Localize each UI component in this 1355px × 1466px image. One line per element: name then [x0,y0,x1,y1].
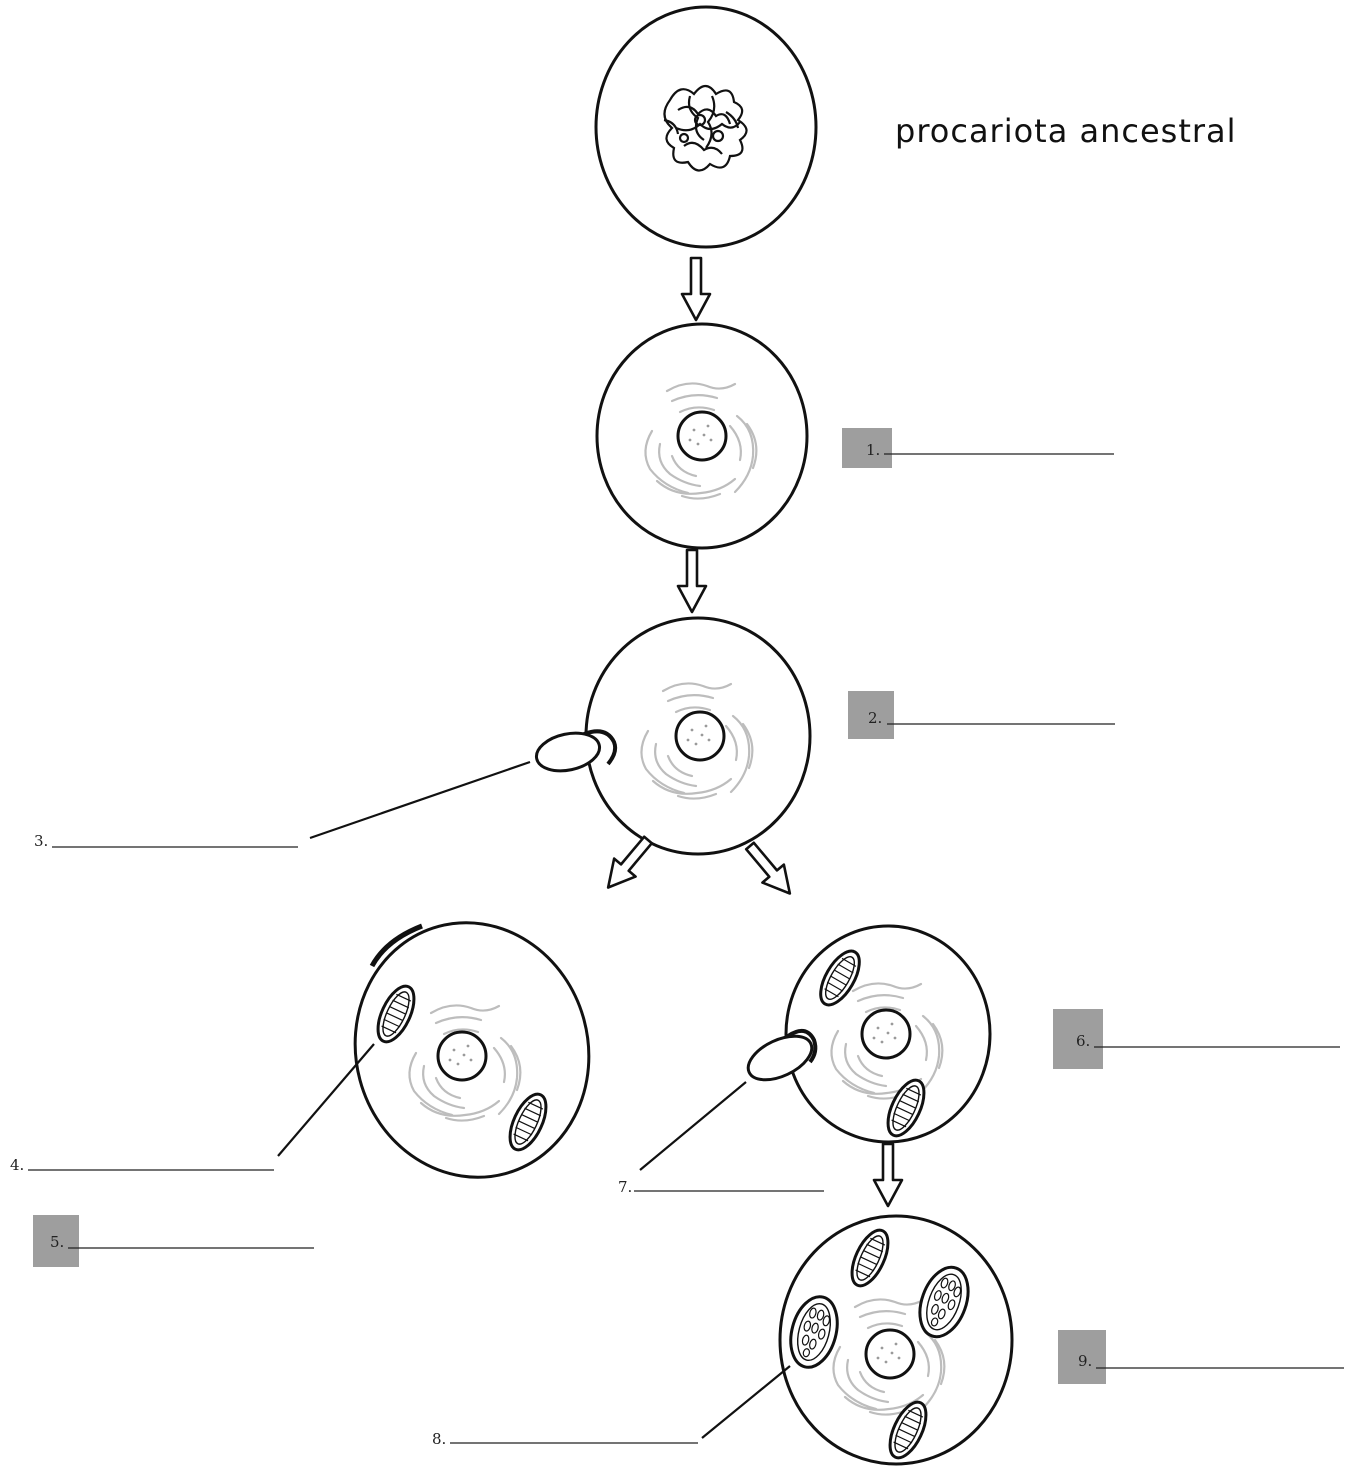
label-8-number: 8. [432,1430,446,1448]
label-3: 3. [34,760,531,850]
label-2-box [848,691,894,739]
label-7: 7. [618,1081,824,1196]
label-6-box [1053,1009,1103,1069]
engulfed-bacterium-7 [746,1034,814,1082]
cell-left-mitochondria [353,921,591,1179]
label-7-number: 7. [618,1178,632,1196]
ancestral-prokaryote-cell [594,5,818,249]
label-5-number: 5. [50,1233,64,1251]
label-7-leader [639,1081,747,1171]
label-6: 6. [1053,1009,1340,1069]
label-9-box [1058,1330,1106,1384]
engulfed-bacterium-3 [534,731,602,773]
label-1-box [842,428,892,468]
label-2: 2. [848,691,1115,739]
label-4-leader [277,1043,375,1157]
label-4: 4. [10,1043,375,1174]
label-8-leader [701,1365,791,1439]
label-5-box [33,1215,79,1267]
cell-right-engulfing [746,924,992,1144]
cell-2-host [534,616,812,856]
label-9-number: 9. [1078,1352,1092,1370]
arrow-right-branch [737,835,802,904]
label-8: 8. [432,1365,791,1448]
arrow-down-3 [872,1142,904,1208]
cell-1-endomembrane [595,322,809,550]
label-1-number: 1. [866,441,880,459]
nucleoid-dna [663,84,748,172]
label-3-number: 3. [34,832,48,850]
label-3-leader [309,760,531,840]
arrow-left-branch [596,829,661,898]
label-1: 1. [842,428,1114,468]
label-9: 9. [1058,1330,1344,1384]
label-2-number: 2. [868,709,882,727]
cell-bottom-chloroplasts [778,1214,1014,1466]
arrow-down-1 [680,256,712,322]
title-procariota: procariota ancestral [895,112,1237,150]
arrow-down-2 [676,548,708,614]
label-5: 5. [33,1215,314,1267]
label-6-number: 6. [1076,1032,1090,1050]
label-4-number: 4. [10,1156,24,1174]
